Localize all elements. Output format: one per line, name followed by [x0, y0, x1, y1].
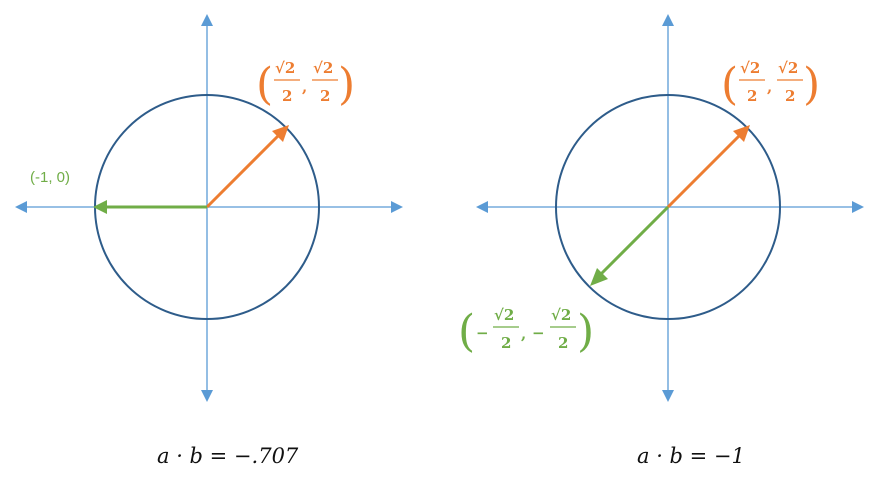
- right-point-b-den: 2: [501, 334, 511, 352]
- left-point-a-den: 2: [282, 87, 292, 105]
- right-point-a-comma: ,: [767, 78, 772, 96]
- right-point-b-label: ( − √2 2 , − √2 2 ): [458, 306, 594, 357]
- right-point-b-sign2: −: [532, 324, 545, 342]
- right-point-b-sign: −: [476, 324, 489, 342]
- left-y-axis-arrow-down: [201, 390, 213, 402]
- right-panel: ( √2 2 , √2 2 ) ( − √2 2 , − √2 2 ) a · …: [458, 14, 864, 468]
- right-point-b-num: √2: [494, 306, 514, 324]
- left-point-a-num: √2: [275, 59, 295, 77]
- left-point-a-den2: 2: [320, 87, 330, 105]
- right-point-b-num2: √2: [551, 306, 571, 324]
- right-point-b-rparen: ): [577, 306, 594, 357]
- left-point-a-label: ( √2 2 , √2 2 ): [256, 59, 355, 110]
- right-point-a-rparen: ): [803, 59, 820, 110]
- right-y-axis-arrow-up: [662, 14, 674, 26]
- left-vector-a-head: [272, 125, 289, 142]
- right-point-a-label: ( √2 2 , √2 2 ): [721, 59, 820, 110]
- right-y-axis-arrow-down: [662, 390, 674, 402]
- right-vector-a: [666, 131, 744, 209]
- right-caption: a · b = −1: [637, 444, 745, 468]
- left-point-b-label: (-1, 0): [30, 169, 70, 186]
- left-point-a-num2: √2: [313, 59, 333, 77]
- right-point-a-den: 2: [747, 87, 757, 105]
- left-caption: a · b = −.707: [157, 444, 299, 468]
- left-vector-b-head: [93, 200, 107, 214]
- right-point-a-lparen: (: [721, 59, 738, 110]
- left-vector-a: [205, 131, 283, 209]
- right-vector-b: [597, 205, 670, 278]
- right-vector-a-head: [733, 125, 750, 142]
- left-x-axis-arrow-right: [391, 201, 403, 213]
- left-y-axis-arrow-up: [201, 14, 213, 26]
- right-x-axis-arrow-left: [476, 201, 488, 213]
- right-point-a-num: √2: [740, 59, 760, 77]
- right-vector-b-head: [590, 268, 608, 286]
- left-point-a-rparen: ): [338, 59, 355, 110]
- right-point-a-num2: √2: [778, 59, 798, 77]
- right-x-axis-arrow-right: [852, 201, 864, 213]
- right-unit-circle: [555, 94, 781, 320]
- right-point-b-den2: 2: [558, 334, 568, 352]
- left-point-a-comma: ,: [302, 78, 307, 96]
- right-point-a-den2: 2: [785, 87, 795, 105]
- left-panel: (-1, 0) ( √2 2 , √2 2 ) a · b = −.707: [15, 14, 403, 468]
- right-point-b-comma: ,: [521, 325, 526, 343]
- right-point-b-lparen: (: [458, 306, 475, 357]
- left-point-a-lparen: (: [256, 59, 273, 110]
- left-x-axis-arrow-left: [15, 201, 27, 213]
